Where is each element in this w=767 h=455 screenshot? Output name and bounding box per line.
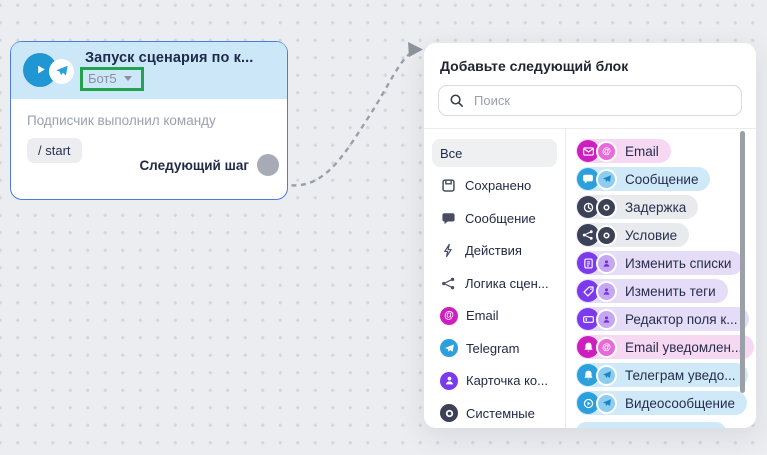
telegram-plane-icon [596, 168, 617, 190]
at-icon: @ [596, 336, 617, 358]
telegram-category-icon [440, 339, 458, 357]
block-item-email-notification[interactable]: @ Email уведомлен... [576, 335, 755, 359]
system-icon [596, 224, 617, 246]
chat-bubble-icon [440, 210, 457, 227]
category-saved[interactable]: Сохранено [432, 172, 557, 200]
category-message[interactable]: Сообщение [432, 204, 557, 232]
person-icon [596, 252, 617, 274]
at-icon: @ [596, 140, 617, 162]
popup-title: Добавьте следующий блок [440, 58, 629, 74]
category-system[interactable]: Системные [432, 399, 557, 427]
bell-icon [577, 336, 599, 358]
block-list: @ Email Сообщение [566, 129, 756, 428]
add-block-popup: Добавьте следующий блок Все Сохранено [424, 43, 756, 428]
search-icon [450, 94, 463, 107]
trigger-hint: Подписчик выполнил команду [27, 113, 216, 128]
bot-selector[interactable]: Бот5 [80, 67, 144, 91]
chevron-down-icon [123, 76, 132, 81]
telegram-icon [49, 58, 74, 84]
bot-selector-label: Бот5 [88, 71, 117, 86]
scenario-start-node[interactable]: Запуск сценария по к... Бот5 Подписчик в… [10, 41, 288, 200]
person-icon [596, 308, 617, 330]
search-input[interactable] [472, 92, 731, 109]
list-icon [577, 252, 599, 274]
block-item-partial[interactable] [576, 422, 726, 428]
category-email[interactable]: @ Email [432, 302, 557, 330]
lightning-icon [440, 242, 457, 259]
divider [424, 128, 756, 129]
bell-icon [577, 364, 599, 386]
next-step-label: Следующий шаг [139, 157, 249, 173]
envelope-icon [577, 140, 599, 162]
field-editor-icon [577, 308, 599, 330]
block-item-telegram-notification[interactable]: Телеграм уведо... [576, 363, 748, 387]
node-header: Запуск сценария по к... Бот5 [11, 42, 287, 99]
node-title: Запуск сценария по к... [85, 50, 254, 66]
block-item-message[interactable]: Сообщение [576, 167, 711, 191]
block-item-edit-tags[interactable]: Изменить теги [576, 279, 728, 303]
category-all[interactable]: Все [432, 139, 557, 167]
video-play-icon [577, 392, 599, 414]
telegram-plane-icon [596, 364, 617, 386]
system-icon [440, 404, 458, 422]
system-icon [596, 196, 617, 218]
email-category-icon: @ [440, 306, 458, 325]
telegram-plane-icon [596, 392, 617, 414]
list-scrollbar[interactable] [740, 131, 745, 393]
category-sidebar: Все Сохранено Сообщение [424, 129, 566, 428]
tag-icon [577, 280, 599, 302]
category-actions[interactable]: Действия [432, 237, 557, 265]
block-item-edit-lists[interactable]: Изменить списки [576, 251, 744, 275]
block-item-field-editor[interactable]: Редактор поля к... [576, 307, 750, 331]
save-icon [440, 177, 457, 194]
block-item-condition[interactable]: Условие [576, 223, 690, 247]
block-item-email[interactable]: @ Email [576, 139, 671, 163]
category-logic[interactable]: Логика сцен... [432, 269, 557, 297]
search-box[interactable] [438, 85, 742, 116]
chat-bubble-icon [577, 168, 599, 190]
block-item-video-message[interactable]: Видеосообщение [576, 391, 748, 415]
command-chip[interactable]: / start [27, 138, 82, 163]
person-icon [440, 371, 458, 390]
next-step-port[interactable] [257, 154, 279, 176]
branch-icon [577, 224, 599, 246]
person-icon [596, 280, 617, 302]
block-item-delay[interactable]: Задержка [576, 195, 699, 219]
branch-icon [440, 275, 457, 292]
category-contact-card[interactable]: Карточка ко... [432, 367, 557, 395]
category-telegram[interactable]: Telegram [432, 334, 557, 362]
clock-icon [577, 196, 599, 218]
